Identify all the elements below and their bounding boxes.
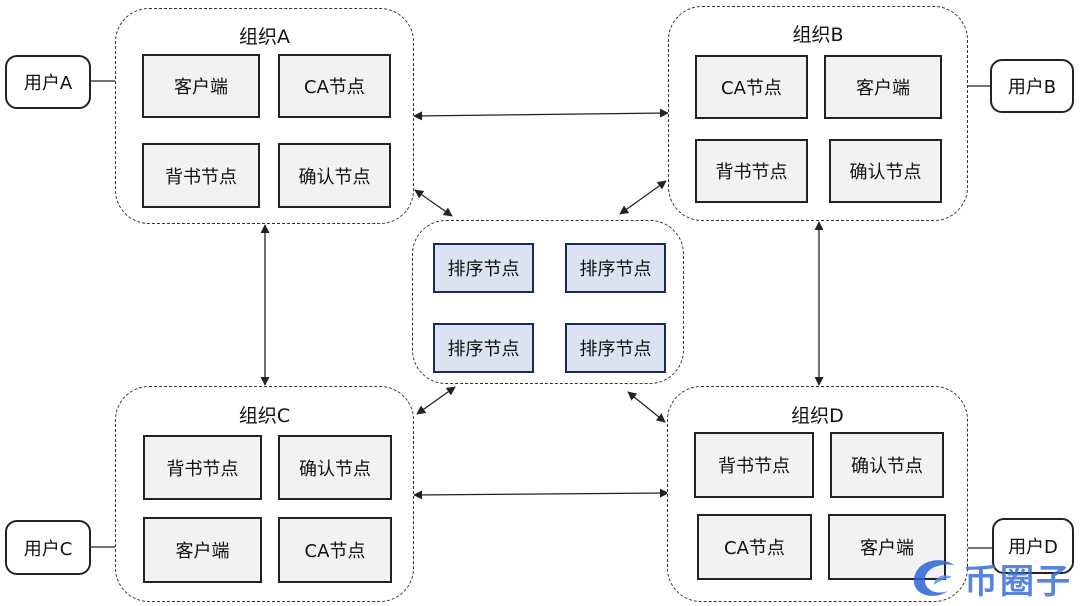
link-org-a-org-b xyxy=(413,108,669,121)
orderer-node-2: 排序节点 xyxy=(565,243,666,293)
org-b: 组织B CA节点 客户端 背书节点 确认节点 xyxy=(668,6,968,221)
org-b-endorse-node: 背书节点 xyxy=(695,139,808,203)
org-d: 组织D 背书节点 确认节点 CA节点 客户端 xyxy=(667,386,968,602)
org-b-title: 组织B xyxy=(792,24,844,46)
org-a-title: 组织A xyxy=(239,26,290,48)
org-b-ca-node: CA节点 xyxy=(695,55,808,119)
wave-logo-icon xyxy=(913,560,954,596)
org-c-title: 组织C xyxy=(238,405,291,427)
org-d-client: 客户端 xyxy=(828,514,946,580)
ordering-service: 排序节点 排序节点 排序节点 排序节点 xyxy=(412,220,684,384)
org-a: 组织A 客户端 CA节点 背书节点 确认节点 xyxy=(115,8,414,224)
org-c-ca-node: CA节点 xyxy=(278,517,392,583)
org-c: 组织C 背书节点 确认节点 客户端 CA节点 xyxy=(115,386,414,602)
org-c-confirm-node: 确认节点 xyxy=(278,435,392,500)
link-org-a-ordering xyxy=(414,189,453,217)
link-org-b-ordering xyxy=(619,180,667,215)
org-d-endorse-node: 背书节点 xyxy=(694,432,814,498)
watermark-text: 币圈子 xyxy=(964,561,1072,602)
org-b-confirm-node: 确认节点 xyxy=(829,139,942,203)
org-a-ca-node: CA节点 xyxy=(278,54,391,118)
org-d-confirm-node: 确认节点 xyxy=(830,432,944,498)
user-b: 用户B xyxy=(990,59,1074,113)
orderer-node-1: 排序节点 xyxy=(433,243,534,293)
org-a-confirm-node: 确认节点 xyxy=(278,143,391,208)
user-d: 用户D xyxy=(992,518,1074,574)
org-d-ca-node: CA节点 xyxy=(697,514,812,580)
orderer-node-3: 排序节点 xyxy=(433,323,534,373)
orderer-node-4: 排序节点 xyxy=(565,323,666,373)
link-org-c-ordering xyxy=(416,386,456,415)
org-b-client: 客户端 xyxy=(824,55,942,119)
user-a: 用户A xyxy=(5,55,91,109)
link-org-d-ordering xyxy=(627,391,666,423)
org-c-client: 客户端 xyxy=(143,517,262,583)
org-a-endorse-node: 背书节点 xyxy=(142,143,260,208)
user-c: 用户C xyxy=(5,520,91,575)
org-d-title: 组织D xyxy=(791,405,844,427)
org-c-endorse-node: 背书节点 xyxy=(143,435,262,500)
link-org-c-org-d xyxy=(413,488,669,500)
watermark-logo: 币圈子 xyxy=(908,554,1072,602)
org-a-client: 客户端 xyxy=(142,54,260,118)
